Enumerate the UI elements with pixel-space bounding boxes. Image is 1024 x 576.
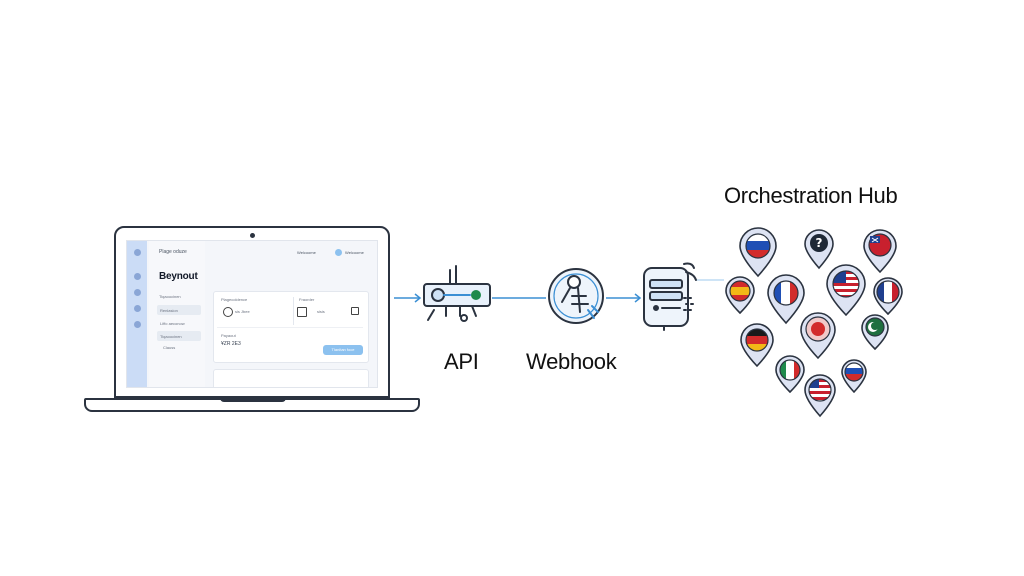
rail-nav-icon[interactable] (134, 305, 141, 312)
sidebar-item[interactable]: Liffo aeconow (160, 321, 185, 326)
document-icon (297, 307, 307, 317)
laptop-screen: Plage oduze Welcoome Welcoome Beynout Ti… (126, 240, 378, 388)
rail-nav-icon[interactable] (134, 289, 141, 296)
sidebar-item: Renlasion (160, 308, 178, 313)
api-plug-icon (423, 265, 491, 322)
card-divider (293, 297, 294, 325)
footer-value: ¥ZR 2E3 (221, 341, 241, 347)
laptop-notch (220, 398, 286, 402)
user-name: Welcoome (345, 250, 364, 255)
pin-red-circle[interactable] (800, 312, 836, 360)
card-right-title: Fraorder (299, 297, 315, 302)
copy-icon[interactable] (351, 307, 359, 315)
footer-caption: Payaout (221, 333, 236, 338)
pin-russia[interactable] (739, 227, 777, 278)
card-separator (217, 327, 363, 328)
webhook-icon (548, 268, 604, 324)
selector-dropdown[interactable] (157, 331, 201, 341)
webhook-label: Webhook (526, 349, 617, 374)
hub-title: Orchestration Hub (724, 183, 898, 208)
pin-red-cross[interactable] (863, 229, 897, 274)
sidebar-item-selected[interactable] (157, 305, 201, 315)
selector-value[interactable]: Clauss (163, 345, 176, 350)
pin-usa[interactable] (804, 374, 836, 418)
svg-text:?: ? (816, 236, 823, 250)
card-right-value: sisis (317, 309, 325, 314)
pin-italy[interactable] (775, 355, 805, 394)
pin-crescent[interactable] (861, 314, 889, 351)
server-icon (643, 262, 697, 331)
arrow-head (634, 293, 642, 303)
pin-russia[interactable] (841, 359, 867, 394)
arrow-head (414, 293, 422, 303)
rail-home-icon[interactable] (134, 249, 141, 256)
pin-france[interactable] (767, 274, 805, 325)
pin-spain[interactable] (725, 276, 755, 315)
icon-rail (127, 241, 147, 387)
gear-icon (223, 307, 233, 317)
laptop-camera (250, 233, 255, 238)
rail-nav-icon[interactable] (134, 273, 141, 280)
page-header-right: Welcoome (297, 250, 316, 255)
card-left-value: sis Jbee (235, 309, 250, 314)
pin-usa[interactable] (826, 264, 866, 317)
card-left-title: Plagecoldence (221, 297, 248, 302)
pin-question[interactable]: ? (804, 229, 834, 270)
pin-germany[interactable] (740, 323, 774, 368)
rail-nav-icon[interactable] (134, 321, 141, 328)
transaction-button[interactable]: Tlanitan foce (323, 345, 363, 355)
laptop-base (84, 398, 420, 412)
secondary-card (213, 369, 369, 387)
user-avatar[interactable] (335, 249, 342, 256)
api-label: API (444, 349, 479, 374)
sidebar-item[interactable]: Tiqaoocinen (159, 294, 181, 299)
selector-label: Tiqaoocinen (160, 334, 182, 339)
pin-blue-red[interactable] (873, 277, 903, 316)
page-header-left: Plage oduze (159, 249, 187, 255)
page-title: Beynout (159, 271, 198, 282)
